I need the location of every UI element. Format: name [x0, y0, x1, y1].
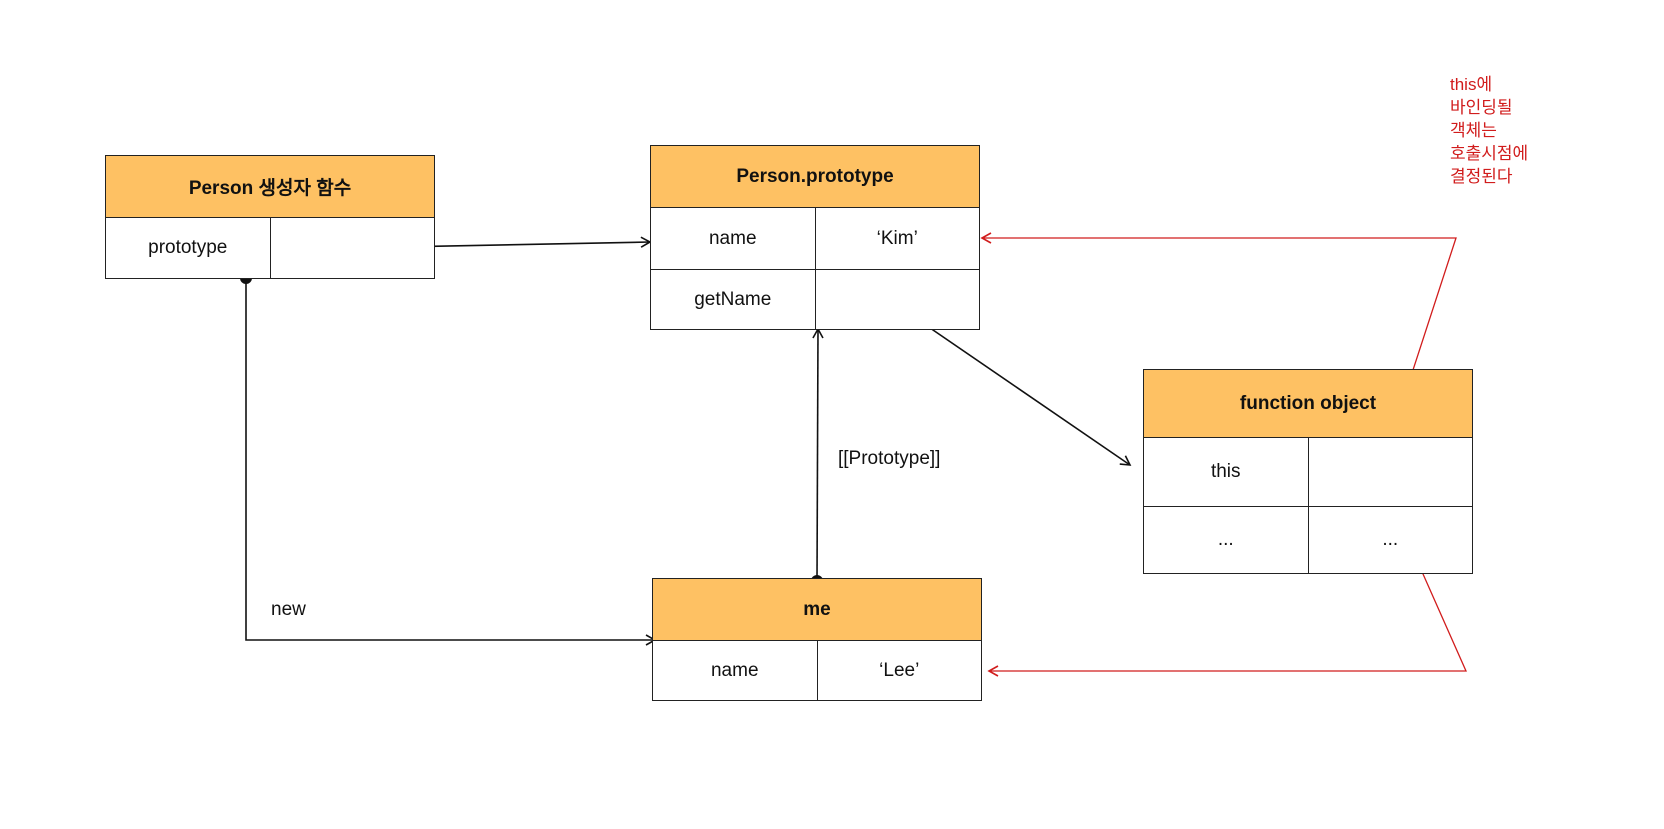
function-ellipsis-value: ...	[1307, 507, 1473, 573]
prototype-getname-key: getName	[694, 288, 772, 310]
function-ellipsis-key: ...	[1217, 529, 1234, 550]
prototype-name-value: ‘Kim’	[814, 208, 980, 269]
prototype-name-row: name ‘Kim’	[651, 208, 979, 269]
function-this-value	[1307, 438, 1473, 506]
me-object-title: me	[653, 579, 981, 641]
me-name-key: name	[710, 659, 759, 681]
new-label: new	[271, 599, 306, 620]
function-this-row: this	[1144, 438, 1472, 506]
me-object-box: me name ‘Lee’	[652, 578, 982, 701]
prototype-getname-value	[814, 270, 980, 329]
person-constructor-box: Person 생성자 함수 prototype	[105, 155, 435, 279]
note-line: this에	[1450, 75, 1493, 94]
constructor-prototype-value	[269, 218, 435, 278]
new-arrow	[245, 278, 657, 646]
getname-pointer-arrow	[897, 305, 1132, 466]
prototype-link-label: [[Prototype]]	[838, 448, 941, 469]
function-object-box: function object this ... ...	[1143, 369, 1473, 574]
function-ellipsis-row: ... ...	[1144, 506, 1472, 573]
prototype-name-key: name	[708, 227, 757, 249]
this-binding-note: this에 바인딩될 객체는 호출시점에 결정된다	[1450, 73, 1528, 188]
constructor-prototype-key: prototype	[148, 237, 228, 258]
person-constructor-title: Person 생성자 함수	[106, 156, 434, 218]
function-this-key: this	[1210, 461, 1241, 482]
me-name-value: ‘Lee’	[816, 641, 982, 700]
prototype-getname-row: getName	[651, 269, 979, 329]
function-object-title: function object	[1144, 370, 1472, 438]
person-prototype-title: Person.prototype	[651, 146, 979, 208]
note-line: 바인딩될	[1450, 98, 1513, 117]
person-prototype-box: Person.prototype name ‘Kim’ getName	[650, 145, 980, 330]
note-line: 결정된다	[1450, 167, 1513, 186]
note-line: 호출시점에	[1450, 144, 1529, 163]
note-line: 객체는	[1450, 121, 1497, 140]
prototype-link-arrow	[812, 327, 824, 582]
